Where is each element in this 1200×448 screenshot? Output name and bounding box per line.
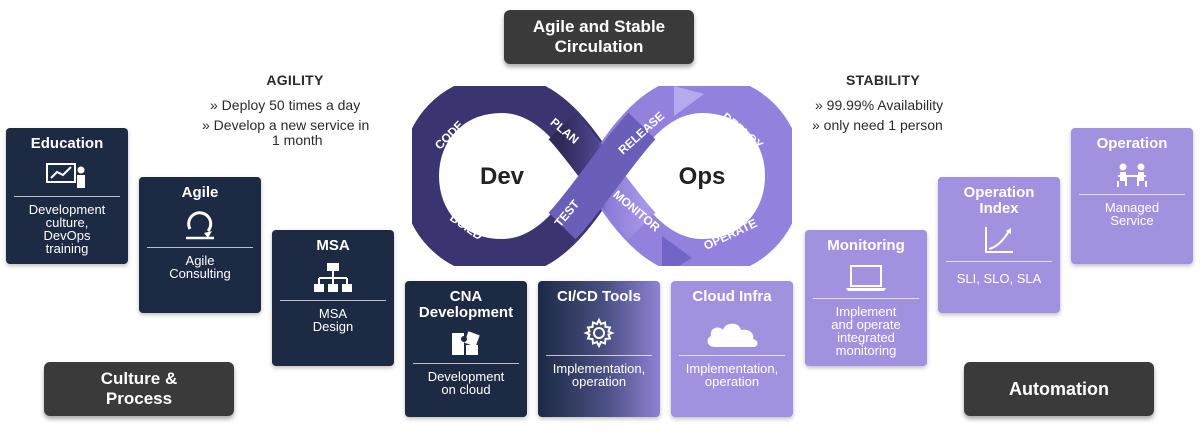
dev-text: Dev xyxy=(480,163,525,190)
cicd-desc: Implementation, operation xyxy=(538,362,660,388)
cloud-desc-1: Implementation, xyxy=(685,361,779,376)
operation-desc-2: Service xyxy=(1110,213,1154,228)
cicd-desc-2: operation xyxy=(571,374,627,389)
puzzle-icon xyxy=(405,327,527,357)
cloud-title: Cloud Infra xyxy=(692,288,772,305)
agility-bullet-3: 1 month xyxy=(272,132,323,148)
monitoring-title: Monitoring xyxy=(827,237,905,254)
monitoring-desc-1: Implement xyxy=(835,304,897,319)
release-arrow xyxy=(674,86,704,116)
education-divider xyxy=(14,196,120,197)
opindex-card: Operation Index SLI, SLO, SLA xyxy=(938,177,1060,313)
agility-bullet-1: » Deploy 50 times a day xyxy=(210,97,361,113)
dev-lobe xyxy=(412,86,625,266)
circulation-label: Agile and Stable Circulation xyxy=(504,10,694,64)
ops-text: Ops xyxy=(679,163,726,190)
agility-heading: AGILITY xyxy=(266,72,324,88)
agile-divider xyxy=(147,247,253,248)
gear-icon xyxy=(538,317,660,349)
culture-label-line1: Culture & xyxy=(100,369,178,388)
dev-circle xyxy=(462,136,542,216)
agility-bullet-2: » Develop a new service in xyxy=(202,117,370,133)
operate-arrow xyxy=(662,236,692,266)
cloud-card: Cloud Infra Implementation, operation xyxy=(671,281,793,417)
cna-desc-2: on cloud xyxy=(441,382,491,397)
operation-desc: Managed Service xyxy=(1071,201,1193,227)
msa-desc: MSA Design xyxy=(272,307,394,333)
loop-crossing-2 xyxy=(548,112,656,240)
monitoring-desc-2: and operate xyxy=(831,317,901,332)
cna-title: CNA Development xyxy=(405,289,527,321)
operation-title: Operation xyxy=(1096,135,1168,152)
msa-title: MSA xyxy=(316,237,350,254)
agile-desc: Agile Consulting xyxy=(139,254,261,280)
culture-process-label: Culture & Process xyxy=(44,362,234,416)
monitoring-desc: Implement and operate integrated monitor… xyxy=(805,305,927,357)
meeting-icon xyxy=(1071,162,1193,188)
cloud-divider xyxy=(679,355,785,356)
msa-divider xyxy=(280,300,386,301)
cna-divider xyxy=(413,363,519,364)
monitoring-desc-4: monitoring xyxy=(835,343,897,358)
opindex-title-2: Index xyxy=(979,200,1019,217)
education-desc-2: culture, xyxy=(45,215,89,230)
cloud-icon xyxy=(671,319,793,349)
stability-bullet-1: » 99.99% Availability xyxy=(815,97,944,113)
cna-card: CNA Development Development on cloud xyxy=(405,281,527,417)
stability-bullet-2: » only need 1 person xyxy=(812,117,943,133)
cicd-divider xyxy=(546,355,652,356)
presentation-icon xyxy=(6,160,128,190)
cycle-icon xyxy=(139,209,261,241)
agile-card: Agile Agile Consulting xyxy=(139,177,261,313)
operation-desc-1: Managed xyxy=(1104,200,1160,215)
hierarchy-icon xyxy=(272,262,394,294)
opindex-title-1: Operation xyxy=(963,184,1035,201)
monitoring-divider xyxy=(813,298,919,299)
agile-title: Agile xyxy=(181,184,219,201)
monitoring-desc-3: integrated xyxy=(837,330,895,345)
ops-circle xyxy=(662,136,742,216)
opindex-desc: SLI, SLO, SLA xyxy=(956,271,1042,286)
msa-desc-1: MSA xyxy=(318,306,348,321)
msa-card: MSA MSA Design xyxy=(272,230,394,366)
circulation-label-line1: Agile and Stable xyxy=(532,17,666,36)
devops-infinity-loop: Dev Ops CODE PLAN BUILD TEST RELEASE DEP… xyxy=(412,86,792,266)
education-desc-4: training xyxy=(45,241,89,256)
cna-title-1: CNA xyxy=(449,288,483,305)
stability-heading: STABILITY xyxy=(846,72,920,88)
cna-desc: Development on cloud xyxy=(405,370,527,396)
education-desc-3: DevOps xyxy=(43,228,91,243)
cna-title-2: Development xyxy=(418,304,514,321)
operation-divider xyxy=(1079,194,1185,195)
cloud-desc-2: operation xyxy=(704,374,760,389)
education-title: Education xyxy=(30,135,104,152)
growth-chart-icon xyxy=(938,225,1060,255)
circulation-label-line2: Circulation xyxy=(554,37,644,56)
cloud-desc: Implementation, operation xyxy=(671,362,793,388)
agile-desc-1: Agile xyxy=(185,253,215,268)
education-card: Education Development culture, DevOps tr… xyxy=(6,128,128,264)
monitoring-card: Monitoring Implement and operate integra… xyxy=(805,230,927,366)
cicd-desc-1: Implementation, xyxy=(552,361,646,376)
automation-label: Automation xyxy=(964,362,1154,416)
agile-desc-2: Consulting xyxy=(169,266,231,281)
laptop-icon xyxy=(805,264,927,292)
education-desc: Development culture, DevOps training xyxy=(6,203,128,255)
msa-desc-2: Design xyxy=(312,319,354,334)
culture-label-line2: Process xyxy=(105,389,173,408)
operation-card: Operation Managed Service xyxy=(1071,128,1193,264)
cicd-card: CI/CD Tools Implementation, operation xyxy=(538,281,660,417)
opindex-divider xyxy=(946,261,1052,262)
opindex-title: Operation Index xyxy=(938,185,1060,217)
cicd-title: CI/CD Tools xyxy=(557,288,641,305)
education-desc-1: Development xyxy=(28,202,106,217)
cna-desc-1: Development xyxy=(427,369,505,384)
